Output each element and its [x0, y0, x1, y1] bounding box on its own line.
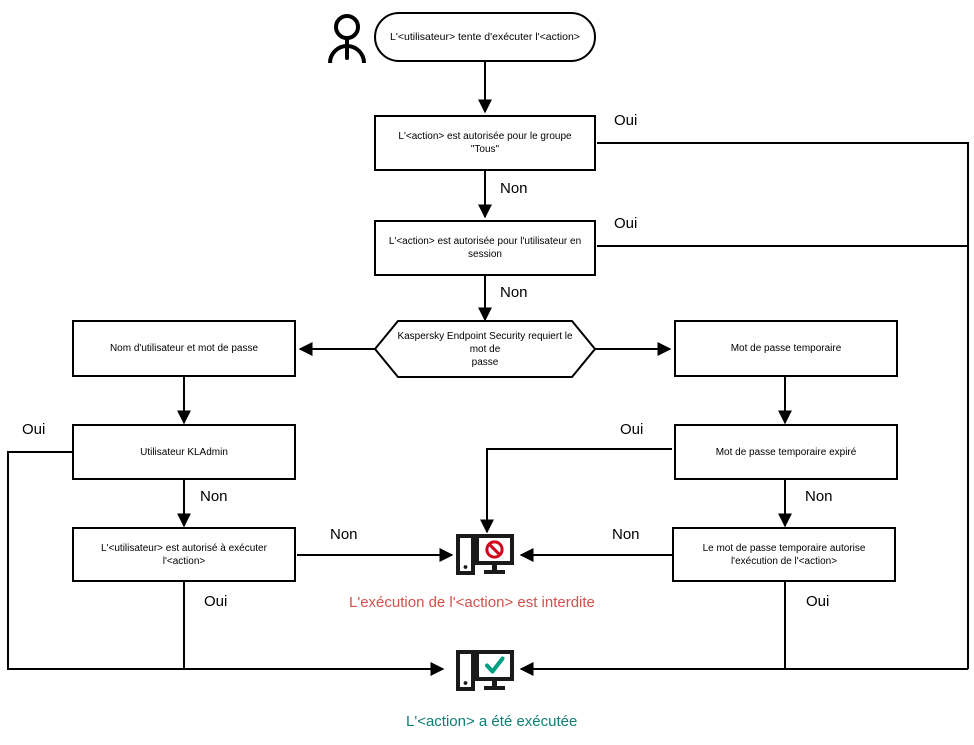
node-temp-password-authorizes[interactable]: Le mot de passe temporaire autorise l'ex…: [672, 527, 896, 582]
node-allowed-everyone-label: L'<action> est autorisée pour le groupe …: [398, 131, 572, 155]
node-allowed-session-user-label: L'<action> est autorisée pour l'utilisat…: [388, 236, 582, 260]
edge-label-session-no: Non: [500, 284, 528, 301]
node-start[interactable]: L'<utilisateur> tente d'exécuter l'<acti…: [374, 12, 596, 62]
edge-label-session-yes: Oui: [614, 215, 638, 232]
node-password-required-label: Kaspersky Endpoint Security requiert le …: [397, 330, 573, 368]
edge-label-kladmin-no: Non: [200, 488, 228, 505]
node-temporary-password-expired-label: Mot de passe temporaire expiré: [715, 446, 857, 458]
node-allowed-session-user[interactable]: L'<action> est autorisée pour l'utilisat…: [374, 220, 596, 276]
node-username-password-label: Nom d'utilisateur et mot de passe: [109, 343, 259, 354]
edge-label-temp-expired-yes: Oui: [620, 421, 644, 438]
edge-label-kladmin-yes: Oui: [22, 421, 46, 438]
edge-label-temp-authorizes-yes: Oui: [806, 593, 830, 610]
node-user-authorized-label: L'<utilisateur> est autorisé à exécuter …: [101, 542, 267, 567]
computer-check-icon: [456, 646, 514, 696]
node-start-label: L'<utilisateur> tente d'exécuter l'<acti…: [390, 30, 580, 43]
edge-label-user-authorized-yes: Oui: [204, 593, 228, 610]
edge-label-temp-expired-no: Non: [805, 488, 833, 505]
node-temp-password-authorizes-label: Le mot de passe temporaire autorise l'ex…: [702, 542, 866, 567]
node-user-authorized[interactable]: L'<utilisateur> est autorisé à exécuter …: [72, 527, 296, 582]
node-kladmin-user-label: Utilisateur KLAdmin: [140, 446, 228, 458]
edge-label-temp-authorizes-no: Non: [612, 526, 640, 543]
node-temporary-password-expired[interactable]: Mot de passe temporaire expiré: [674, 424, 898, 480]
edge-label-everyone-yes: Oui: [614, 112, 638, 129]
edge-label-user-authorized-no: Non: [330, 526, 358, 543]
person-icon: [325, 12, 369, 66]
caption-allowed: L'<action> a été exécutée: [406, 713, 578, 730]
node-password-required[interactable]: Kaspersky Endpoint Security requiert le …: [373, 320, 597, 378]
computer-blocked-icon: [456, 530, 514, 580]
edge-expired-yes: [480, 448, 672, 534]
node-kladmin-user[interactable]: Utilisateur KLAdmin: [72, 424, 296, 480]
caption-denied: L'exécution de l'<action> est interdite: [349, 594, 595, 611]
edge-label-everyone-no: Non: [500, 180, 528, 197]
node-allowed-everyone[interactable]: L'<action> est autorisée pour le groupe …: [374, 115, 596, 171]
node-username-password[interactable]: Nom d'utilisateur et mot de passe: [72, 320, 296, 377]
hexagon-shape: [373, 320, 597, 378]
node-temporary-password[interactable]: Mot de passe temporaire: [674, 320, 898, 377]
edge-kladmin-yes: [7, 451, 445, 676]
edge-everyone-yes: [597, 142, 969, 669]
node-temporary-password-label: Mot de passe temporaire: [730, 343, 842, 354]
